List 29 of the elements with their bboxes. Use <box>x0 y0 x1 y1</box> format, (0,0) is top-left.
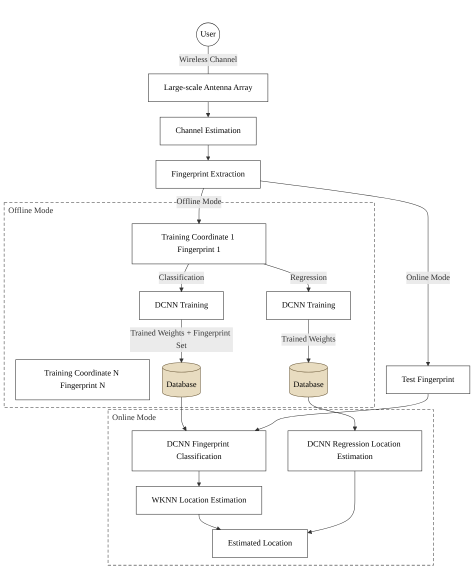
node-box: Large-scale Antenna Array <box>148 74 268 102</box>
arrow <box>198 514 221 530</box>
arrow <box>206 144 210 161</box>
arrow <box>206 101 210 118</box>
arrow <box>308 396 358 431</box>
node-box: Test Fingerprint <box>386 366 470 394</box>
arrow <box>307 470 356 534</box>
edge-label: Trained Weights <box>282 334 336 344</box>
edge-label: Trained Weights + Fingerprint Set <box>130 328 230 350</box>
node-box: DCNN Training <box>266 291 351 320</box>
node-box: Estimated Location <box>212 529 308 558</box>
edge-label: Regression <box>290 273 327 282</box>
edge-label: Offline Mode <box>176 198 222 206</box>
node-box: DCNN Fingerprint Classification <box>132 430 266 472</box>
arrow <box>254 393 428 432</box>
edge-label: Wireless Channel <box>179 55 238 64</box>
node-circle: User <box>196 22 220 46</box>
node-box: Channel Estimation <box>160 116 256 146</box>
arrow <box>196 470 202 487</box>
node-box: WKNN Location Estimation <box>136 486 262 514</box>
arrow <box>181 396 187 431</box>
edge-label: Online Mode <box>406 273 450 282</box>
arrow <box>260 180 430 366</box>
node-box: DCNN Regression Location Estimation <box>288 430 422 472</box>
node-box: Training Coordinate 1 Fingerprint 1 <box>132 224 266 264</box>
node-box: Fingerprint Extraction <box>156 160 261 188</box>
node-box: DCNN Training <box>139 291 224 320</box>
edge-label: Classification <box>158 273 204 282</box>
node-box: Training Coordinate N Fingerprint N <box>15 359 150 400</box>
